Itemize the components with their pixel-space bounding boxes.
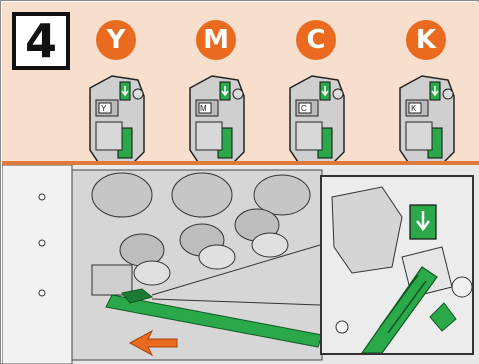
- cartridge-k-label: K: [411, 104, 417, 113]
- cartridge-y-label: Y: [101, 104, 107, 113]
- cartridge-k: K K: [392, 20, 462, 170]
- detail-callout-illustration: [322, 177, 472, 353]
- cartridge-m-badge: M: [196, 20, 236, 60]
- step-number: 4: [25, 18, 57, 64]
- cartridge-m-label: M: [200, 104, 207, 113]
- toner-cartridge-panel: 4 Y Y M M: [2, 2, 479, 162]
- cartridge-y-illustration: Y: [82, 70, 152, 170]
- cartridge-y: Y Y: [82, 20, 152, 170]
- cartridge-y-badge: Y: [96, 20, 136, 60]
- step-number-box: 4: [12, 12, 70, 70]
- cartridge-k-badge: K: [406, 20, 446, 60]
- cartridge-m: M M: [182, 20, 252, 170]
- cartridge-c: C C: [282, 20, 352, 170]
- cartridge-c-illustration: C: [282, 70, 352, 170]
- cartridge-k-illustration: K: [392, 70, 462, 170]
- cartridge-c-label: C: [301, 104, 307, 113]
- printer-interior-panel: [2, 165, 479, 364]
- detail-callout: [320, 175, 474, 355]
- cartridge-m-illustration: M: [182, 70, 252, 170]
- cartridge-c-badge: C: [296, 20, 336, 60]
